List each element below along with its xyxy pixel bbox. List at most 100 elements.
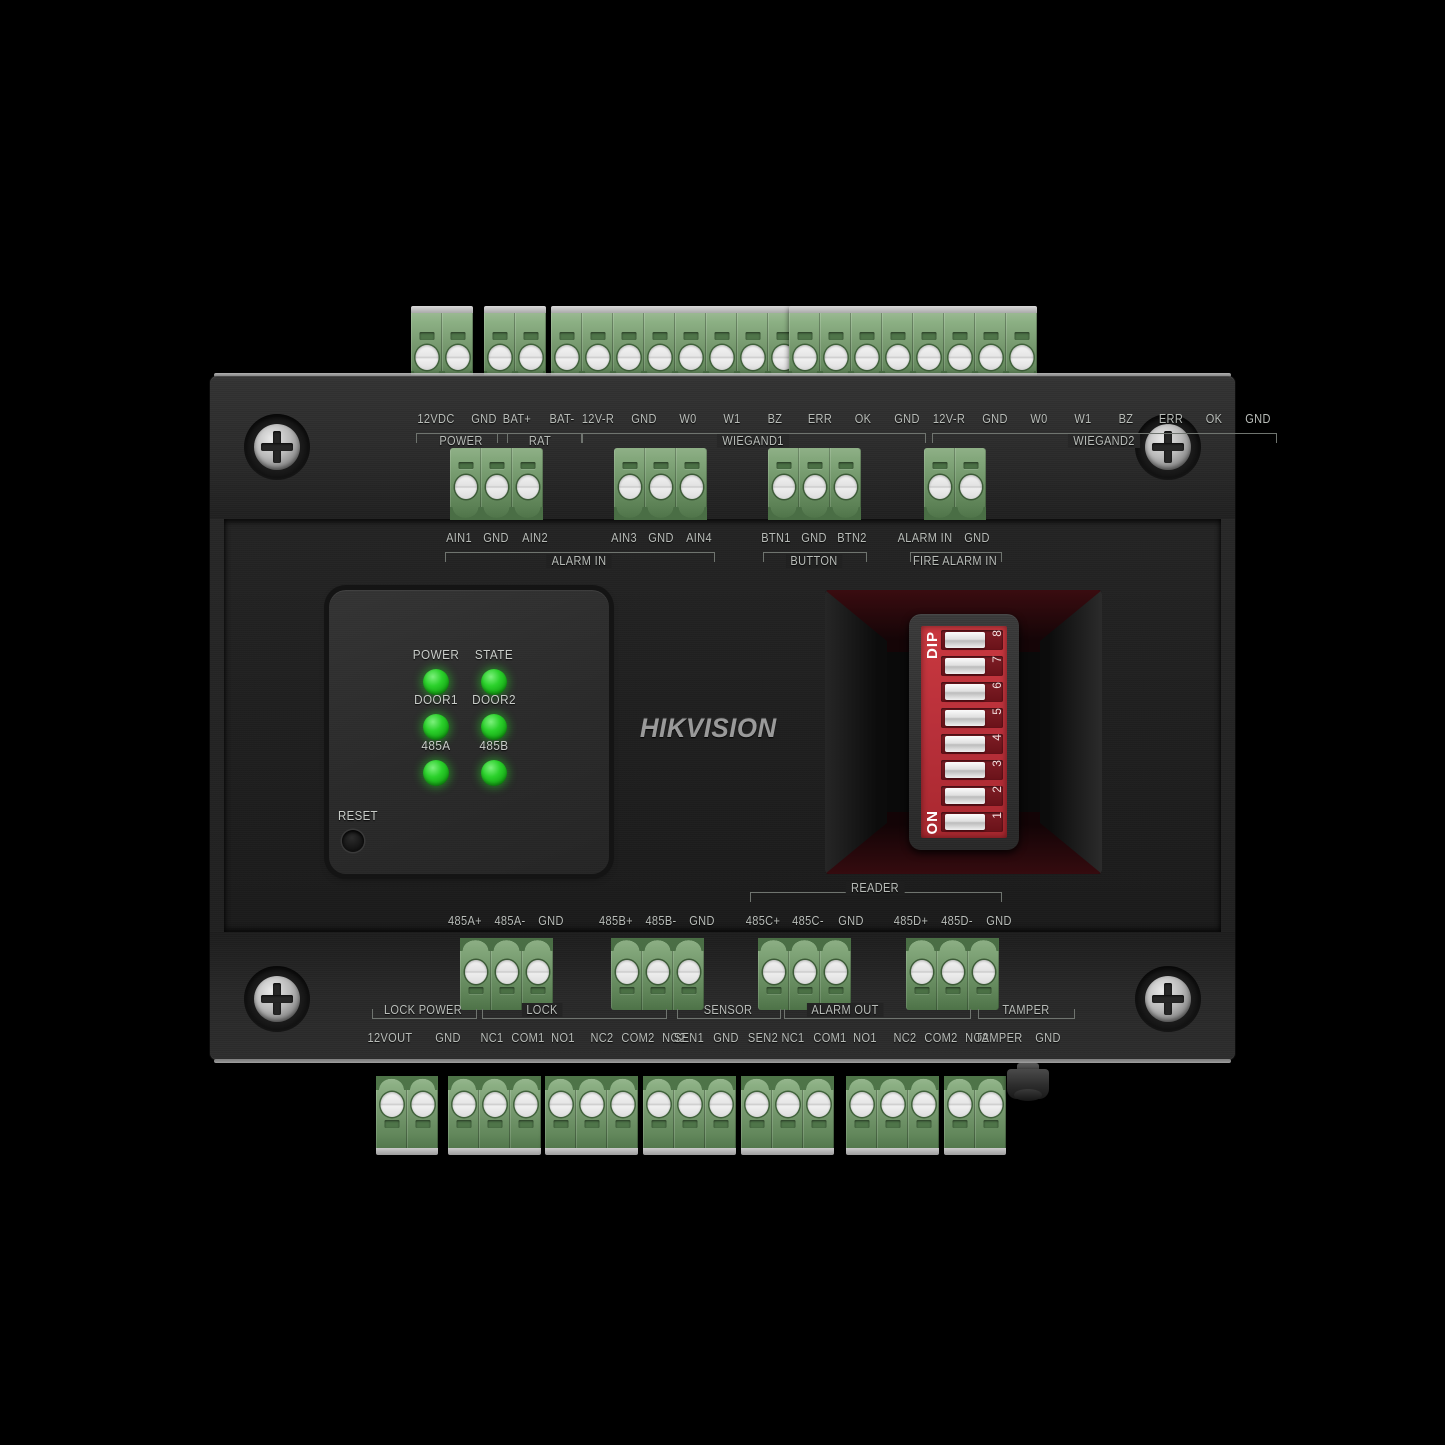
terminal-alarm-in-1[interactable]: [450, 448, 543, 520]
plug-pin[interactable]: [376, 1076, 407, 1148]
plug-pin[interactable]: [772, 1076, 803, 1148]
terminal-485d[interactable]: [906, 938, 999, 1010]
terminal-485a[interactable]: [460, 938, 553, 1010]
screw-terminal[interactable]: [549, 1091, 572, 1117]
dip-switch-3[interactable]: [940, 760, 1003, 780]
plug-pin[interactable]: [846, 1076, 877, 1148]
plug-pin[interactable]: [607, 1076, 638, 1148]
terminal-button[interactable]: [768, 448, 861, 520]
terminal-pin[interactable]: [512, 448, 543, 520]
screw-terminal[interactable]: [803, 475, 826, 500]
plug-lock2[interactable]: [545, 1076, 638, 1155]
terminal-pin[interactable]: [522, 938, 553, 1010]
plug-pin[interactable]: [877, 1076, 908, 1148]
terminal-pin[interactable]: [768, 448, 799, 520]
screw-terminal[interactable]: [586, 344, 609, 370]
screw-terminal[interactable]: [910, 959, 933, 984]
dip-switch-4[interactable]: [940, 734, 1003, 754]
screw-terminal[interactable]: [807, 1091, 830, 1117]
screw-terminal[interactable]: [741, 344, 764, 370]
terminal-pin[interactable]: [955, 448, 986, 520]
screw-terminal[interactable]: [762, 959, 785, 984]
screw-terminal[interactable]: [514, 1091, 537, 1117]
screw-terminal[interactable]: [941, 959, 964, 984]
terminal-fire-alarm-in[interactable]: [924, 448, 986, 520]
terminal-pin[interactable]: [906, 938, 937, 1010]
screw-terminal[interactable]: [948, 1091, 971, 1117]
plug-alarm-out2[interactable]: [846, 1076, 939, 1155]
terminal-pin[interactable]: [450, 448, 481, 520]
plug-sensor[interactable]: [643, 1076, 736, 1155]
screw-terminal[interactable]: [452, 1091, 475, 1117]
screw-terminal[interactable]: [519, 344, 542, 370]
plug-pin[interactable]: [479, 1076, 510, 1148]
screw-terminal[interactable]: [881, 1091, 904, 1117]
dip-switch-5[interactable]: [940, 708, 1003, 728]
plug-pin[interactable]: [908, 1076, 939, 1148]
terminal-pin[interactable]: [614, 448, 645, 520]
screw-terminal[interactable]: [793, 959, 816, 984]
screw-terminal[interactable]: [446, 344, 469, 370]
screw-terminal[interactable]: [912, 1091, 935, 1117]
plug-pin[interactable]: [944, 1076, 975, 1148]
screw-terminal[interactable]: [745, 1091, 768, 1117]
screw-terminal[interactable]: [678, 1091, 701, 1117]
terminal-485b[interactable]: [611, 938, 704, 1010]
plug-lock-power[interactable]: [376, 1076, 438, 1155]
screw-terminal[interactable]: [772, 475, 795, 500]
screw-terminal[interactable]: [380, 1091, 403, 1117]
terminal-pin[interactable]: [676, 448, 707, 520]
screw-terminal[interactable]: [411, 1091, 434, 1117]
screw-terminal[interactable]: [618, 475, 641, 500]
terminal-alarm-in-2[interactable]: [614, 448, 707, 520]
screw-terminal[interactable]: [615, 959, 638, 984]
plug-pin[interactable]: [448, 1076, 479, 1148]
dip-switch-face[interactable]: DIP ON 8 7 6 5 4 3 2: [920, 626, 1007, 838]
terminal-pin[interactable]: [799, 448, 830, 520]
dip-switch-1[interactable]: [940, 812, 1003, 832]
terminal-pin[interactable]: [460, 938, 491, 1010]
reset-button[interactable]: [342, 830, 364, 852]
plug-pin[interactable]: [705, 1076, 736, 1148]
screw-terminal[interactable]: [611, 1091, 634, 1117]
plug-pin[interactable]: [674, 1076, 705, 1148]
plug-pin[interactable]: [407, 1076, 438, 1148]
screw-terminal[interactable]: [979, 1091, 1002, 1117]
terminal-pin[interactable]: [481, 448, 512, 520]
terminal-pin[interactable]: [924, 448, 955, 520]
screw-terminal[interactable]: [415, 344, 438, 370]
screw-terminal[interactable]: [526, 959, 549, 984]
terminal-pin[interactable]: [937, 938, 968, 1010]
screw-terminal[interactable]: [1010, 344, 1033, 370]
screw-terminal[interactable]: [855, 344, 878, 370]
screw-terminal[interactable]: [710, 344, 733, 370]
screw-terminal[interactable]: [886, 344, 909, 370]
plug-pin[interactable]: [510, 1076, 541, 1148]
screw-terminal[interactable]: [488, 344, 511, 370]
screw-terminal[interactable]: [680, 475, 703, 500]
screw-terminal[interactable]: [917, 344, 940, 370]
screw-terminal[interactable]: [959, 475, 982, 500]
screw-terminal[interactable]: [928, 475, 951, 500]
screw-terminal[interactable]: [834, 475, 857, 500]
plug-tamper[interactable]: [944, 1076, 1006, 1155]
screw-terminal[interactable]: [617, 344, 640, 370]
terminal-pin[interactable]: [758, 938, 789, 1010]
dip-switch-8[interactable]: [940, 630, 1003, 650]
screw-terminal[interactable]: [495, 959, 518, 984]
terminal-pin[interactable]: [820, 938, 851, 1010]
screw-terminal[interactable]: [483, 1091, 506, 1117]
screw-terminal[interactable]: [677, 959, 700, 984]
dip-switch-2[interactable]: [940, 786, 1003, 806]
screw-terminal[interactable]: [979, 344, 1002, 370]
screw-terminal[interactable]: [516, 475, 539, 500]
plug-pin[interactable]: [741, 1076, 772, 1148]
screw-terminal[interactable]: [464, 959, 487, 984]
plug-pin[interactable]: [643, 1076, 674, 1148]
screw-terminal[interactable]: [555, 344, 578, 370]
plug-lock1[interactable]: [448, 1076, 541, 1155]
screw-terminal[interactable]: [709, 1091, 732, 1117]
dip-switch-6[interactable]: [940, 682, 1003, 702]
screw-terminal[interactable]: [646, 959, 669, 984]
plug-pin[interactable]: [975, 1076, 1006, 1148]
